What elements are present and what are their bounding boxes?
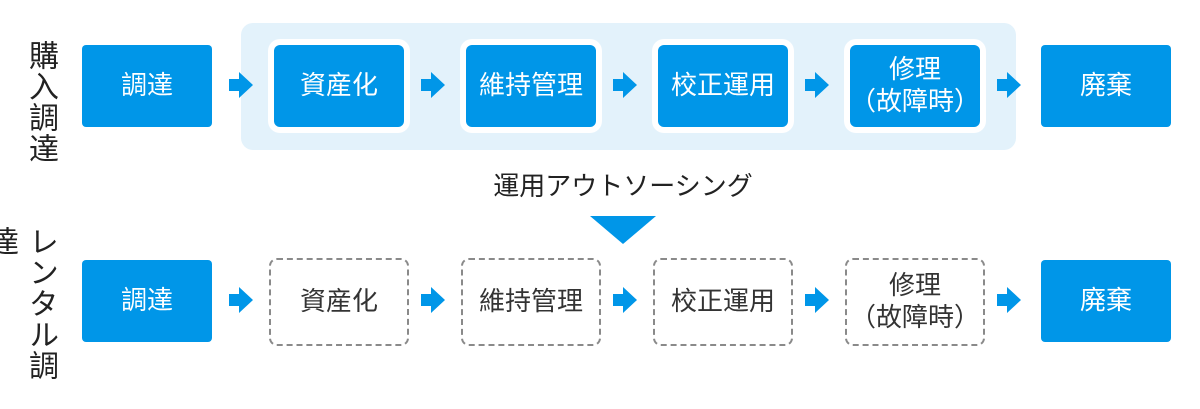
step-label: 校正運用 bbox=[670, 71, 775, 101]
rental-step-maintenance: 維持管理 bbox=[461, 258, 601, 346]
step-label: 校正運用 bbox=[670, 287, 775, 317]
purchase-step-disposal: 廃棄 bbox=[1041, 45, 1171, 127]
purchase-step-capitalization: 資産化 bbox=[274, 45, 404, 127]
step-sublabel: （故障時） bbox=[850, 87, 981, 117]
step-label: 修理 bbox=[888, 271, 941, 301]
step-sublabel: （故障時） bbox=[849, 303, 980, 333]
step-label: 廃棄 bbox=[1079, 71, 1132, 101]
arrow-right-icon bbox=[805, 72, 829, 98]
arrow-right-icon bbox=[805, 287, 829, 313]
arrow-right-icon bbox=[421, 72, 445, 98]
purchase-step-procurement: 調達 bbox=[82, 45, 212, 127]
row-label-rental: レンタル調達 bbox=[0, 226, 58, 381]
step-label: 資産化 bbox=[299, 287, 378, 317]
step-label: 修理 bbox=[888, 55, 941, 85]
step-label: 調達 bbox=[120, 286, 173, 316]
row-label-purchase: 購入調達 bbox=[23, 40, 58, 164]
arrow-right-icon bbox=[613, 72, 637, 98]
purchase-step-repair: 修理 （故障時） bbox=[850, 45, 980, 127]
arrow-right-icon bbox=[229, 72, 253, 98]
arrow-right-icon bbox=[229, 287, 253, 313]
step-label: 調達 bbox=[120, 71, 173, 101]
arrow-right-icon bbox=[997, 72, 1021, 98]
step-label: 維持管理 bbox=[478, 287, 583, 317]
outsourcing-caption: 運用アウトソーシング bbox=[493, 172, 753, 202]
step-label: 資産化 bbox=[299, 71, 378, 101]
step-label: 維持管理 bbox=[478, 71, 583, 101]
arrow-right-icon bbox=[997, 287, 1021, 313]
arrow-right-icon bbox=[421, 287, 445, 313]
purchase-step-calibration: 校正運用 bbox=[658, 45, 788, 127]
rental-step-procurement: 調達 bbox=[82, 260, 212, 342]
triangle-down-icon bbox=[590, 216, 656, 244]
arrow-right-icon bbox=[613, 287, 637, 313]
rental-step-repair: 修理 （故障時） bbox=[845, 258, 985, 346]
rental-step-calibration: 校正運用 bbox=[653, 258, 793, 346]
rental-step-capitalization: 資産化 bbox=[269, 258, 409, 346]
purchase-step-maintenance: 維持管理 bbox=[466, 45, 596, 127]
step-label: 廃棄 bbox=[1079, 286, 1132, 316]
rental-step-disposal: 廃棄 bbox=[1041, 260, 1171, 342]
